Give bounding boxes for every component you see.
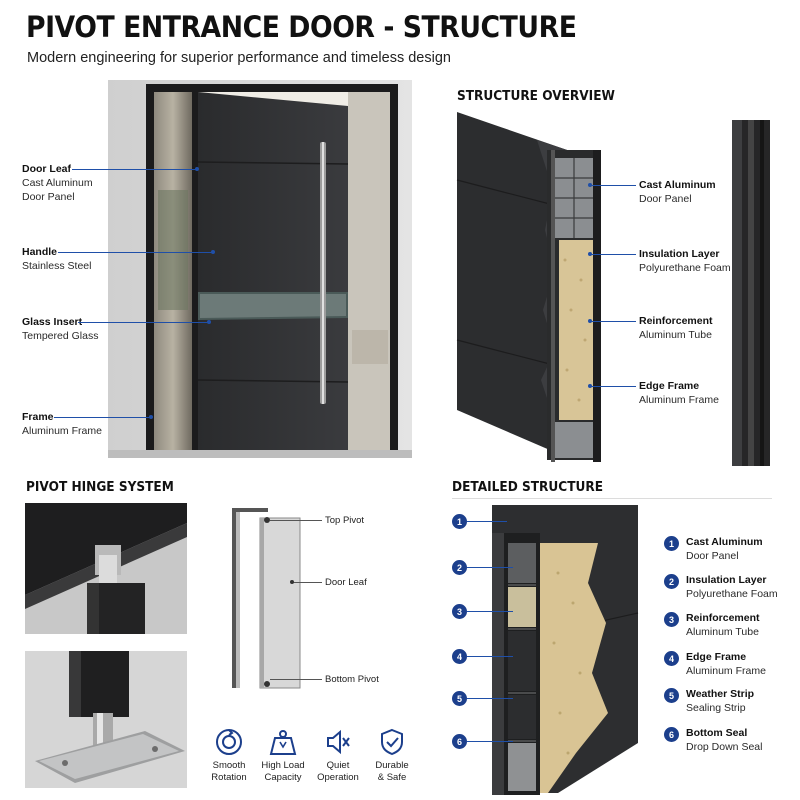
edge-profile — [732, 120, 770, 466]
legend-marker-6: 6 — [664, 727, 679, 742]
door-photo — [108, 80, 412, 458]
hinge-label-leaf: Door Leaf — [325, 577, 367, 588]
legend-marker-3: 3 — [664, 612, 679, 627]
legend-marker-1: 1 — [664, 536, 679, 551]
rotation-icon — [216, 729, 242, 755]
mute-icon — [327, 729, 350, 755]
marker-3: 3 — [452, 604, 467, 619]
top-pivot-photo — [25, 503, 187, 634]
page-subtitle: Modern engineering for superior performa… — [27, 50, 451, 66]
weight-icon — [269, 730, 297, 755]
hinge-label-top: Top Pivot — [325, 515, 365, 526]
marker-4: 4 — [452, 649, 467, 664]
detailed-cutaway — [492, 505, 639, 795]
structure-overview-cutaway — [456, 112, 601, 462]
legend-marker-4: 4 — [664, 651, 679, 666]
legend-marker-2: 2 — [664, 574, 679, 589]
detailed-structure-heading: DETAILED STRUCTURE — [452, 479, 604, 495]
shield-icon — [381, 728, 403, 756]
pivot-hinge-heading: PIVOT HINGE SYSTEM — [26, 479, 174, 495]
feature-durable: Durable& Safe — [357, 728, 427, 784]
marker-5: 5 — [452, 691, 467, 706]
hinge-label-bottom: Bottom Pivot — [325, 674, 379, 685]
structure-overview-heading: STRUCTURE OVERVIEW — [457, 88, 615, 104]
marker-2: 2 — [452, 560, 467, 575]
bottom-pivot-photo — [25, 651, 187, 788]
marker-1: 1 — [452, 514, 467, 529]
page-title: PIVOT ENTRANCE DOOR - STRUCTURE — [26, 10, 577, 44]
pivot-hinge-diagram — [232, 508, 301, 689]
marker-6: 6 — [452, 734, 467, 749]
legend-marker-5: 5 — [664, 688, 679, 703]
